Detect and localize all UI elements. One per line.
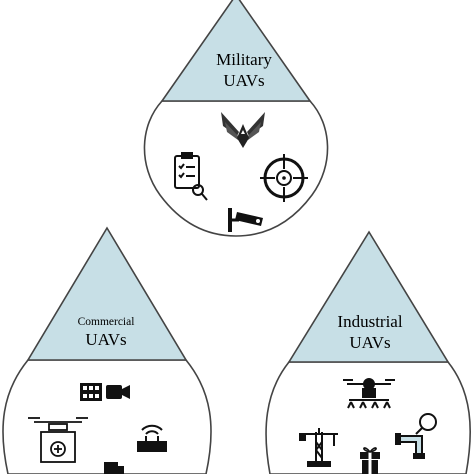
- industrial-triangle: [287, 230, 450, 363]
- truck-icon: [104, 462, 124, 474]
- industrial-label-line1: Industrial: [337, 312, 402, 331]
- construction-crane-icon: [299, 428, 338, 467]
- military-drop: Military UAVs: [143, 0, 329, 237]
- pipe-inspection-icon: [395, 413, 437, 459]
- commercial-drop-body: [2, 359, 212, 474]
- clipboard-checklist-icon: [174, 152, 208, 201]
- industrial-drop: Industrial UAVs: [265, 230, 472, 474]
- crosshair-target-icon: [260, 154, 308, 202]
- air-force-emblem-icon: [221, 112, 265, 148]
- military-label-line1: Military: [216, 50, 272, 69]
- military-drop-body: [143, 100, 329, 237]
- military-label-line2: UAVs: [223, 71, 264, 90]
- commercial-label-line2: UAVs: [85, 330, 126, 349]
- surveillance-camera-icon: [228, 208, 263, 232]
- commercial-label-line1: Commercial: [78, 316, 135, 328]
- military-triangle: [160, 0, 312, 102]
- delivery-drone-icon: [28, 417, 88, 463]
- gift-box-icon: [360, 447, 380, 474]
- commercial-drop: Commercial UAVs: [2, 226, 212, 474]
- industrial-label-line2: UAVs: [349, 333, 390, 352]
- film-camera-icon: [80, 383, 130, 401]
- wifi-router-icon: [137, 424, 167, 452]
- spraying-drone-icon: [343, 378, 395, 409]
- commercial-triangle: [26, 226, 188, 361]
